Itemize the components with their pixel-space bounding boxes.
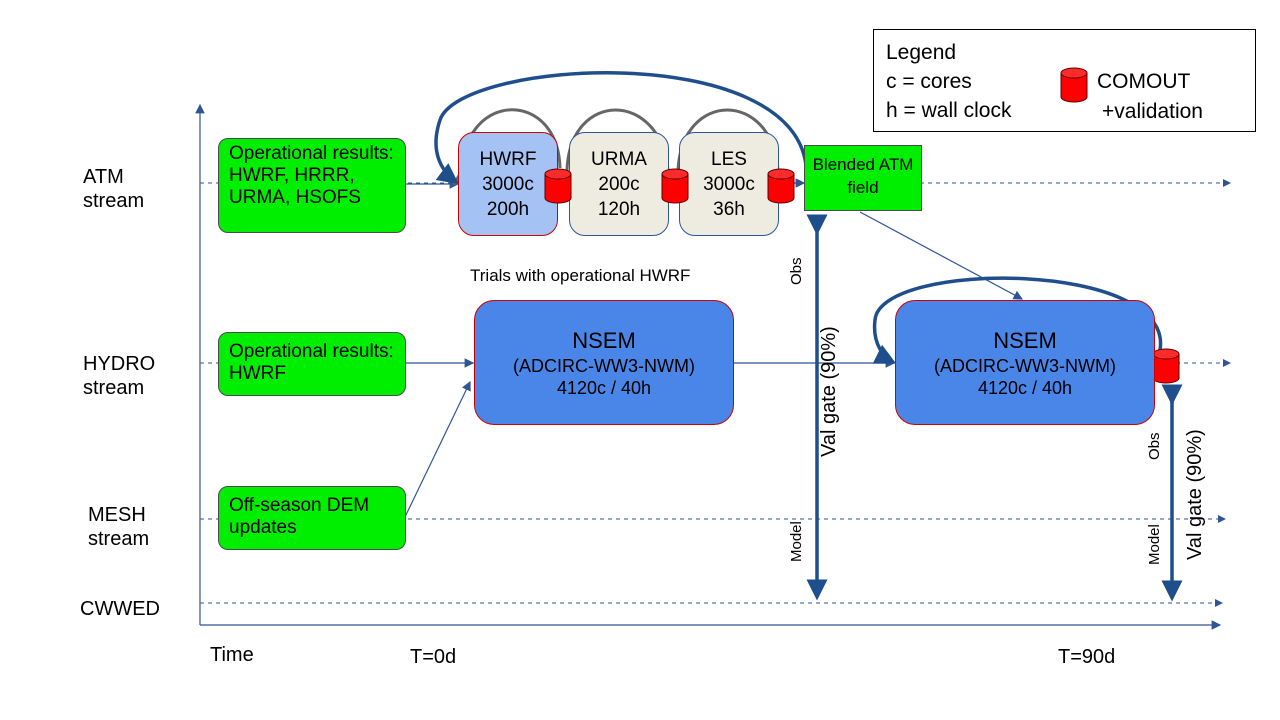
job-les: LES 3000c 36h — [679, 132, 779, 236]
job-hwrf-cores: 3000c — [482, 173, 534, 195]
comout-cylinder-icon — [767, 168, 795, 204]
nsem-title: NSEM — [993, 327, 1057, 353]
axis-t90-label: T=90d — [1058, 646, 1116, 668]
comout-cylinder-icon — [1152, 348, 1180, 384]
legend-title: Legend — [886, 41, 957, 64]
legend-cores: c = cores — [886, 70, 972, 93]
comout-cylinder-icon — [544, 168, 572, 204]
job-les-hours: 36h — [713, 198, 745, 220]
big-loop-atm — [434, 71, 808, 185]
job-urma-cores: 200c — [598, 173, 640, 195]
val-gate-2-obs: Obs — [1146, 432, 1163, 460]
legend-cylinder-icon — [1060, 67, 1088, 103]
legend-box: Legend c = cores h = wall clock COMOUT +… — [873, 29, 1256, 132]
stream-label-cwwed: CWWED — [80, 598, 160, 620]
atm-operational-results-box: Operational results: HWRF, HRRR, URMA, H… — [218, 138, 406, 233]
nsem-subtitle: (ADCIRC-WW3-NWM) — [934, 355, 1116, 376]
job-hwrf-name: HWRF — [479, 148, 537, 170]
mesh-dem-updates-box: Off-season DEM updates — [218, 486, 406, 550]
job-urma-hours: 120h — [597, 198, 641, 220]
axis-time-label: Time — [210, 644, 254, 666]
val-gate-2-label: Val gate (90%) — [1184, 429, 1206, 560]
legend-comout: COMOUT — [1097, 70, 1191, 93]
comout-cylinder-icon — [661, 168, 689, 204]
stream-label-mesh: MESH stream — [88, 504, 150, 550]
blended-atm-field-box: Blended ATM field — [804, 145, 922, 211]
nsem-subtitle: (ADCIRC-WW3-NWM) — [513, 355, 695, 376]
job-urma-name: URMA — [591, 148, 647, 170]
stream-label-atm: ATM stream — [83, 166, 145, 212]
job-hwrf: HWRF 3000c 200h — [458, 132, 558, 236]
legend-hours: h = wall clock — [886, 99, 1012, 122]
nsem-box-operational: NSEM (ADCIRC-WW3-NWM) 4120c / 40h — [895, 300, 1155, 425]
nsem-resources: 4120c / 40h — [556, 377, 652, 398]
nsem-title: NSEM — [572, 327, 636, 353]
val-gate-1-label: Val gate (90%) — [818, 326, 840, 457]
job-hwrf-hours: 200h — [486, 198, 530, 220]
nsem-resources: 4120c / 40h — [977, 377, 1073, 398]
legend-validation: +validation — [1102, 100, 1203, 123]
val-gate-1-obs: Obs — [788, 257, 805, 285]
job-les-name: LES — [711, 148, 747, 170]
job-les-cores: 3000c — [703, 173, 755, 195]
stream-label-hydro: HYDRO stream — [83, 353, 156, 399]
hydro-operational-results-box: Operational results: HWRF — [218, 332, 406, 396]
axis-t0-label: T=0d — [410, 646, 457, 668]
blended-to-nsem — [859, 211, 1024, 300]
val-gate-2-model: Model — [1146, 524, 1163, 565]
trials-caption: Trials with operational HWRF — [470, 266, 691, 285]
val-gate-1-model: Model — [788, 521, 805, 562]
nsem-box-trial: NSEM (ADCIRC-WW3-NWM) 4120c / 40h — [474, 300, 734, 425]
mesh-ops-to-nsem — [404, 380, 471, 518]
job-urma: URMA 200c 120h — [569, 132, 669, 236]
